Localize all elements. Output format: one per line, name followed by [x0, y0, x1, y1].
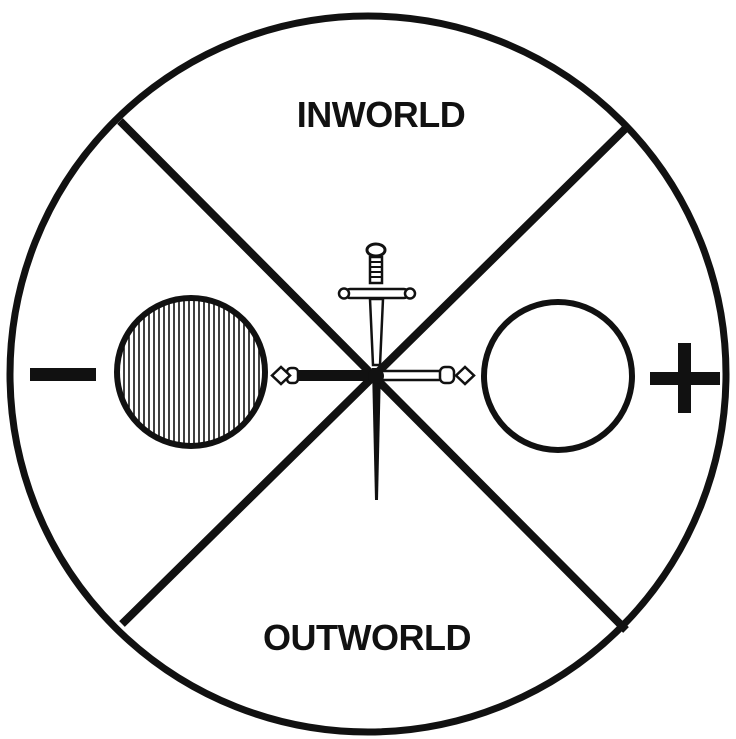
inworld-label: INWORLD — [297, 94, 465, 135]
minus-sign-icon — [30, 368, 96, 381]
empty-circle-icon — [484, 302, 632, 450]
outworld-label: OUTWORLD — [263, 617, 471, 658]
